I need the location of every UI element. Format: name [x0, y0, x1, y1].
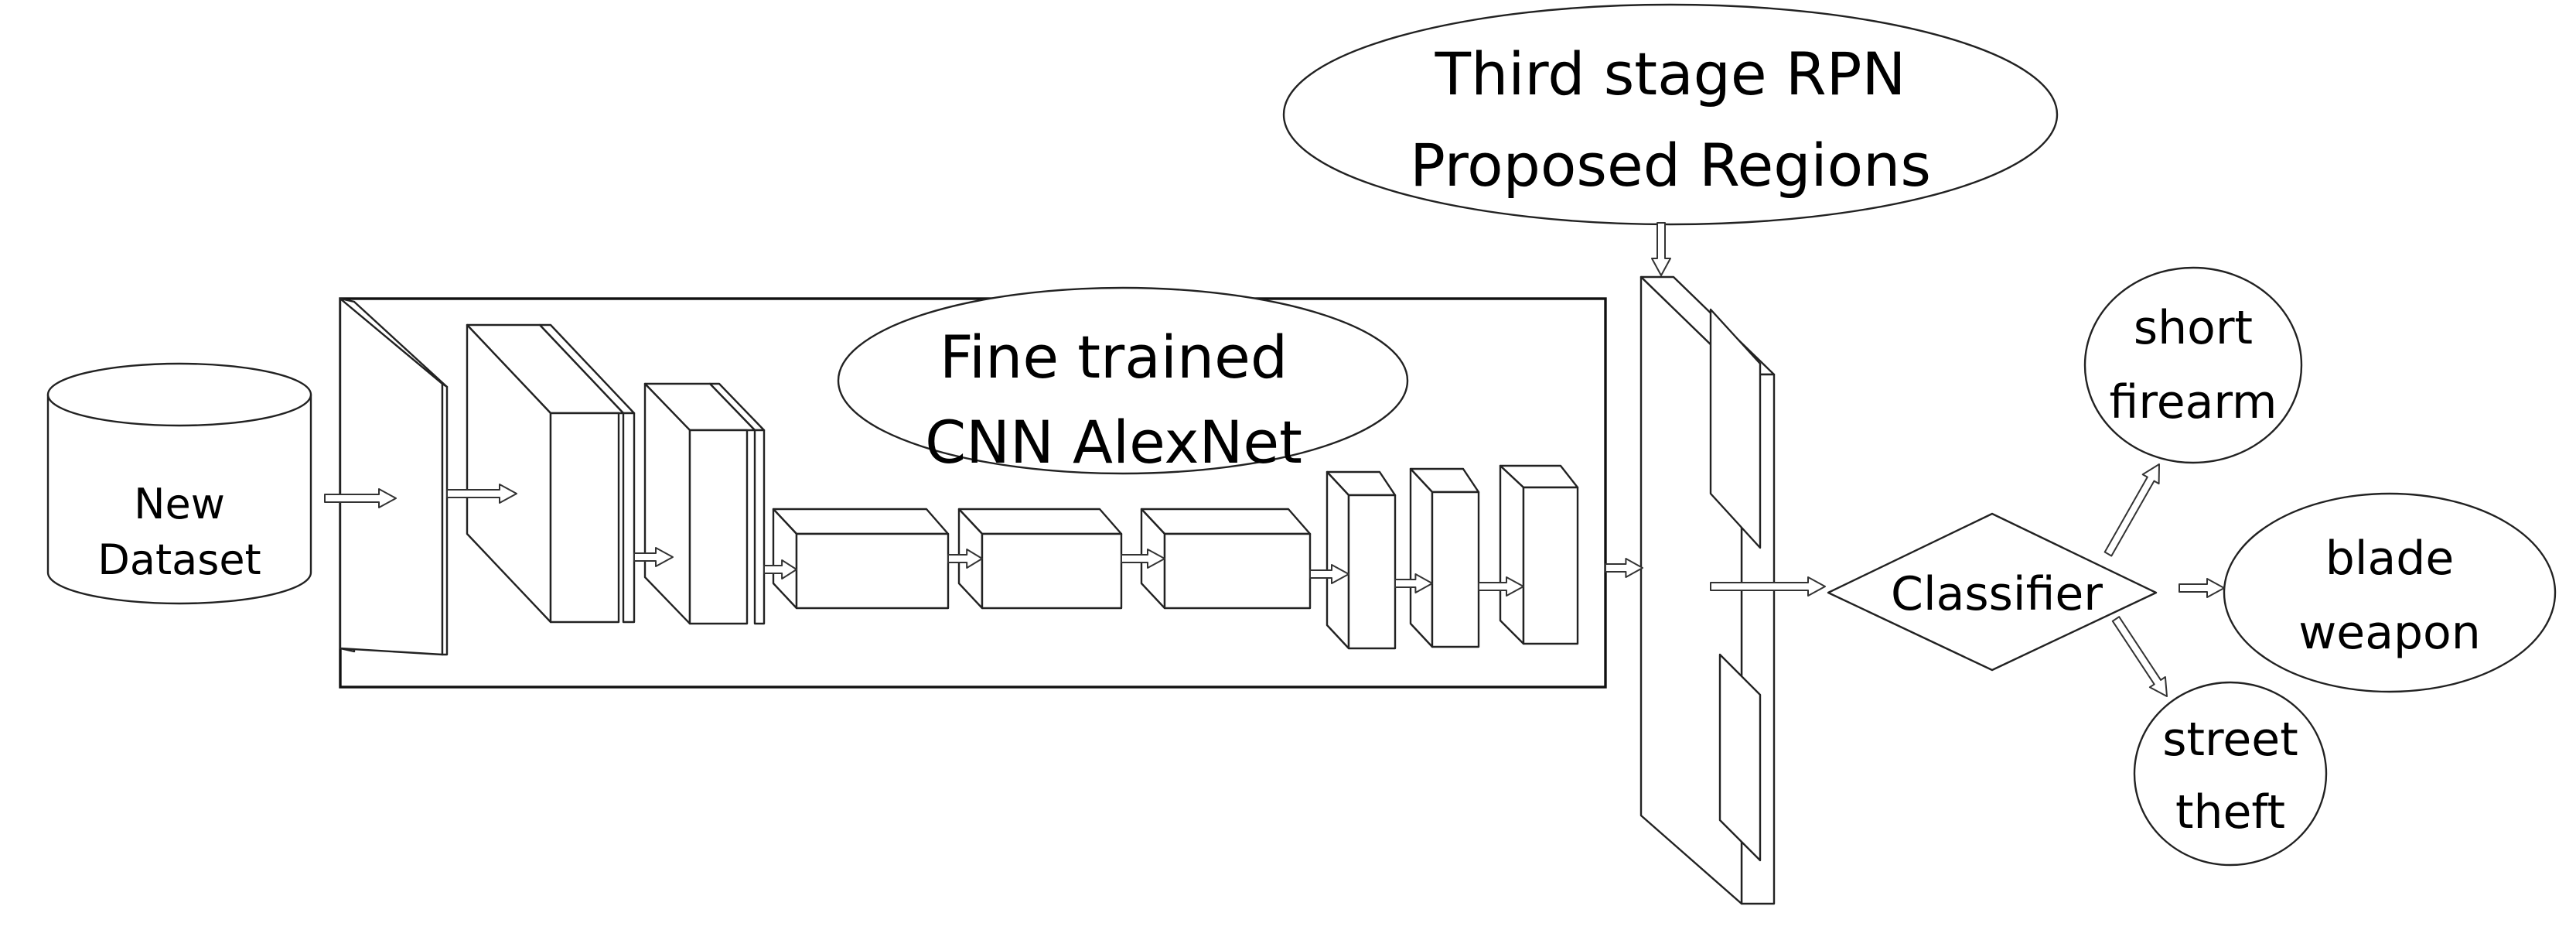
rpn-region-1 [1709, 308, 1762, 549]
arrow-layer3-to-layer4 [763, 559, 797, 580]
arrow-layer6-to-layer7 [1309, 564, 1349, 584]
rpn-label-node: Third stage RPN Proposed Regions [1282, 3, 2059, 226]
cnn-layer-1 [339, 297, 449, 656]
rpn-plate [1639, 275, 1776, 905]
arrow-layer5-to-layer6 [1121, 549, 1165, 569]
cnn-layer-2 [466, 323, 636, 624]
output-blade-weapon-line2: weapon [2298, 606, 2481, 660]
rpn-region-2 [1718, 653, 1762, 862]
classifier-node: Classifier [1827, 512, 2158, 672]
rpn-label-line2: Proposed Regions [1410, 131, 1931, 200]
cnn-layer-7 [1326, 470, 1397, 650]
dataset-label-line2: Dataset [97, 535, 261, 584]
arrow-classifier-to-street-theft [2111, 616, 2168, 697]
cnn-label-line2: CNN AlexNet [925, 408, 1302, 477]
classifier-label: Classifier [1891, 567, 2103, 621]
cnn-layer-6 [1140, 508, 1312, 610]
dataset-label-line1: New [134, 480, 225, 528]
cnn-layer-5 [957, 508, 1123, 610]
cnn-layer-8 [1409, 467, 1480, 648]
output-street-theft: street theft [2133, 681, 2328, 867]
flow-arrows [324, 222, 2225, 697]
arrow-layer7-to-layer8 [1394, 573, 1433, 593]
arrow-cnn-to-rpn [1605, 558, 1643, 578]
arrow-layer1-to-layer2 [446, 484, 517, 504]
cnn-label-line1: Fine trained [940, 323, 1288, 391]
rpn-label-line1: Third stage RPN [1435, 39, 1906, 108]
output-blade-weapon: blade weapon [2223, 492, 2557, 693]
arrow-classifier-to-short-firearm [2103, 463, 2160, 557]
arrow-rpn-label-to-plate [1651, 222, 1671, 276]
arrow-layer4-to-layer5 [947, 549, 983, 569]
arrow-layer2-to-layer3 [633, 547, 674, 567]
arrow-rpn-to-classifier [1710, 576, 1826, 597]
cnn-label-node: Fine trained CNN AlexNet [837, 286, 1409, 477]
arrow-classifier-to-blade-weapon [2179, 578, 2225, 598]
dataset-cylinder-top [46, 362, 312, 427]
output-short-firearm-line1: short [2134, 301, 2253, 355]
output-short-firearm-line2: firearm [2110, 375, 2277, 429]
output-street-theft-line1: street [2162, 713, 2298, 767]
arrow-layer8-to-layer9 [1478, 576, 1524, 597]
output-short-firearm: short firearm [2083, 266, 2303, 464]
dataset-node: New Dataset [46, 362, 312, 605]
cnn-layer-3 [643, 382, 766, 625]
cnn-layer-9 [1499, 464, 1579, 645]
output-street-theft-line2: theft [2175, 785, 2285, 839]
output-blade-weapon-line1: blade [2325, 532, 2455, 586]
cnn-layer-4 [772, 508, 950, 610]
dataset-cylinder-body [46, 395, 312, 605]
arrow-dataset-to-cnn [324, 488, 397, 508]
